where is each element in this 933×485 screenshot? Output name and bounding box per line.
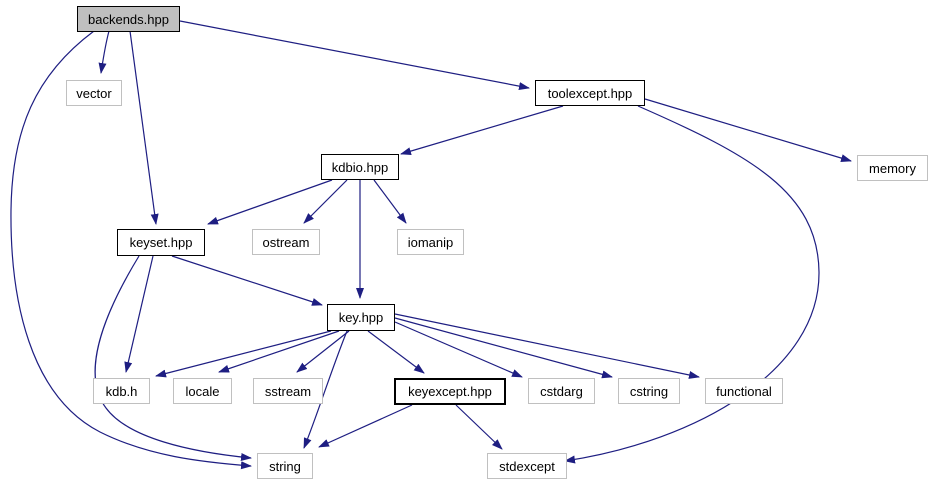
node-kdb-h-label: kdb.h — [105, 383, 138, 399]
edge-kdbio-iomanip — [373, 179, 407, 224]
edge-backends-keyset — [129, 30, 159, 225]
node-vector: vector — [66, 80, 122, 106]
edge-keyexcept-string — [318, 404, 413, 448]
edge-kdbio-keyset — [207, 179, 333, 225]
node-locale-label: locale — [185, 383, 220, 399]
node-vector-label: vector — [76, 85, 112, 101]
edge-keyexcept-stdexcept — [455, 404, 503, 450]
node-backends-hpp-label: backends.hpp — [88, 11, 169, 27]
node-toolexcept-hpp-label: toolexcept.hpp — [547, 85, 633, 101]
node-memory-label: memory — [869, 160, 916, 176]
node-keyset-hpp-label: keyset.hpp — [129, 235, 193, 250]
edge-kdbio-ostream — [303, 179, 348, 224]
node-kdb-h: kdb.h — [93, 378, 150, 404]
edge-key-keyexcept — [367, 330, 425, 374]
edge-keyset-string — [94, 255, 252, 462]
node-string-label: string — [269, 458, 301, 474]
edge-key-sstream — [296, 330, 350, 373]
edge-key-cstdarg — [394, 321, 523, 378]
edge-backends-string — [10, 30, 252, 470]
edge-key-locale — [218, 330, 340, 373]
node-keyexcept-hpp-label: keyexcept.hpp — [408, 384, 492, 399]
node-sstream: sstream — [253, 378, 323, 404]
node-cstdarg-label: cstdarg — [540, 383, 583, 399]
node-cstdarg: cstdarg — [528, 378, 595, 404]
edge-toolexcept-memory — [644, 98, 852, 162]
edge-toolexcept-stdexcept — [564, 105, 820, 464]
node-ostream: ostream — [252, 229, 320, 255]
node-keyset-hpp[interactable]: keyset.hpp — [117, 229, 205, 256]
edge-toolexcept-kdbio — [400, 105, 564, 155]
node-kdbio-hpp-label: kdbio.hpp — [331, 159, 389, 175]
edge-key-cstring — [394, 317, 613, 379]
node-backends-hpp: backends.hpp — [77, 6, 180, 32]
node-iomanip-label: iomanip — [407, 234, 454, 250]
node-ostream-label: ostream — [262, 234, 310, 250]
node-cstring-label: cstring — [629, 383, 669, 399]
node-iomanip: iomanip — [397, 229, 464, 255]
edge-keyset-kdbh — [124, 255, 154, 373]
node-string: string — [257, 453, 313, 479]
edge-backends-toolexcept — [179, 20, 530, 91]
node-memory: memory — [857, 155, 928, 181]
edge-key-kdbh — [155, 330, 332, 378]
node-toolexcept-hpp[interactable]: toolexcept.hpp — [535, 80, 645, 106]
edge-key-functional — [394, 313, 700, 379]
node-kdbio-hpp[interactable]: kdbio.hpp — [321, 154, 399, 180]
node-key-hpp[interactable]: key.hpp — [327, 304, 395, 331]
edge-backends-vector — [98, 30, 110, 74]
node-functional: functional — [705, 378, 783, 404]
node-sstream-label: sstream — [264, 383, 312, 399]
node-key-hpp-label: key.hpp — [338, 310, 384, 325]
node-stdexcept: stdexcept — [487, 453, 567, 479]
node-cstring: cstring — [618, 378, 680, 404]
edge-key-string — [303, 330, 348, 449]
node-locale: locale — [173, 378, 232, 404]
node-functional-label: functional — [716, 383, 772, 399]
edge-keyset-key — [171, 255, 323, 306]
node-stdexcept-label: stdexcept — [499, 458, 555, 474]
node-keyexcept-hpp[interactable]: keyexcept.hpp — [394, 378, 506, 405]
